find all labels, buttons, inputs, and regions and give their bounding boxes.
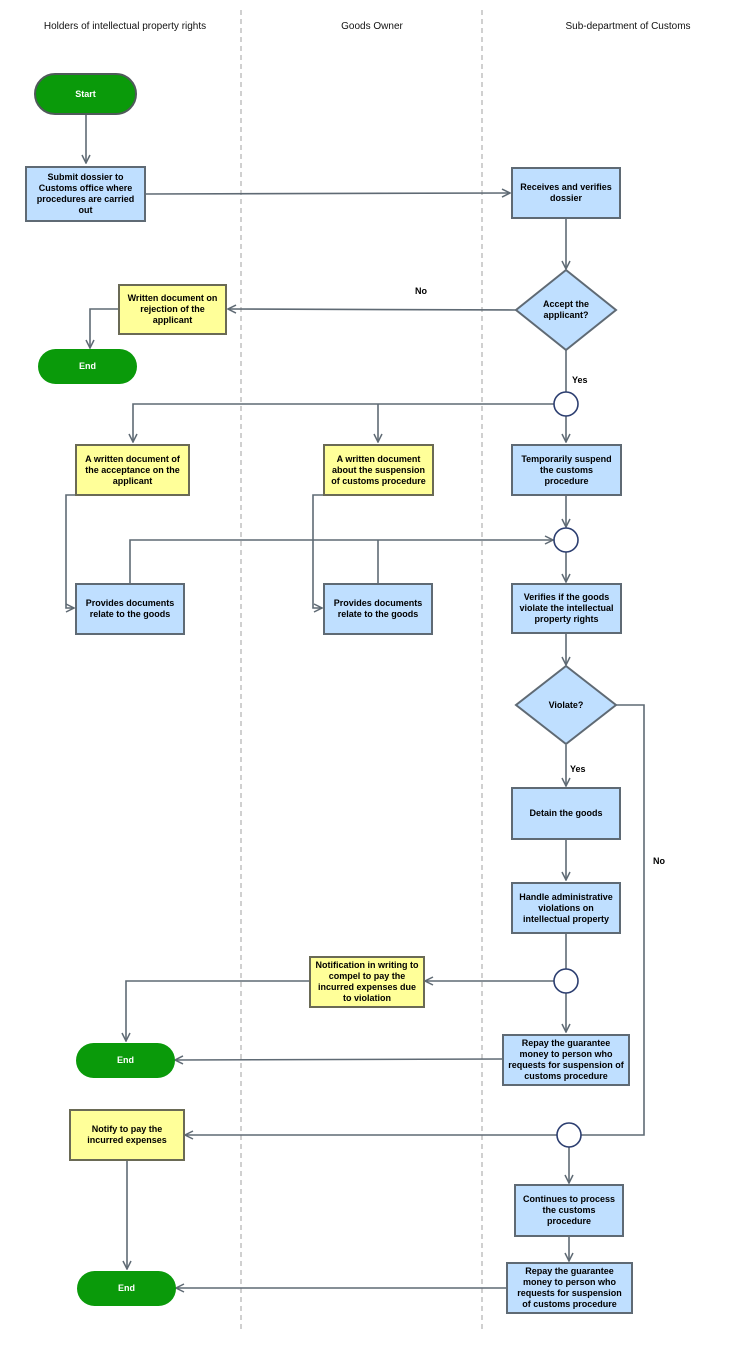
verify-goods-step: Verifies if the goods violate the intell… [511, 583, 622, 634]
repay-guarantee-step-1: Repay the guarantee money to person who … [502, 1034, 630, 1086]
handle-violations-step: Handle administrative violations on inte… [511, 882, 621, 934]
edge-notification-end2 [126, 980, 309, 1041]
edge-holderprov-c2 [129, 540, 553, 583]
edge-accept-no [228, 309, 517, 310]
end-terminator-2: End [76, 1043, 175, 1078]
submit-dossier-step: Submit dossier to Customs office where p… [25, 166, 146, 222]
edge-rejection-end1 [90, 308, 118, 348]
detain-goods-step: Detain the goods [511, 787, 621, 840]
holder-provides-documents-step: Provides documents relate to the goods [75, 583, 185, 635]
acceptance-document: A written document of the acceptance on … [75, 444, 190, 496]
violate-question-label: Violate? [548, 699, 584, 710]
owner-provides-documents-step: Provides documents relate to the goods [323, 583, 433, 635]
edge-violate-no [581, 704, 645, 1136]
lane-header-holders: Holders of intellectual property rights [43, 21, 207, 32]
continue-process-step: Continues to process the customs procedu… [514, 1184, 624, 1237]
accept-no-label: No [415, 286, 427, 296]
junction-circle-2 [553, 527, 579, 553]
start-terminator: Start [34, 73, 137, 115]
notification-compel-document: Notification in writing to compel to pay… [309, 956, 425, 1008]
junction-circle-3 [553, 968, 579, 994]
accept-decision-diamond [514, 268, 618, 352]
lane-header-customs: Sub-department of Customs [565, 21, 691, 32]
violate-decision-diamond [514, 664, 618, 746]
repay-guarantee-step-2: Repay the guarantee money to person who … [506, 1262, 633, 1314]
temporarily-suspend-step: Temporarily suspend the customs procedur… [511, 444, 622, 496]
receive-verify-step: Receives and verifies dossier [511, 167, 621, 219]
rejection-document: Written document on rejection of the app… [118, 284, 227, 335]
junction-circle-4 [556, 1122, 582, 1148]
accept-question-label: Accept the applicant? [542, 299, 589, 320]
notify-pay-document: Notify to pay the incurred expenses [69, 1109, 185, 1161]
edge-c1-branch [133, 403, 554, 442]
violate-no-label: No [653, 856, 665, 866]
lane-header-owner: Goods Owner [341, 21, 403, 32]
violate-yes-label: Yes [570, 764, 586, 774]
end-terminator-1: End [38, 349, 137, 384]
end-terminator-3: End [77, 1271, 176, 1306]
suspension-document: A written document about the suspension … [323, 444, 434, 496]
edge-acceptdoc-provides [65, 494, 75, 608]
edge-submit-receive [145, 193, 510, 194]
accept-yes-label: Yes [572, 375, 588, 385]
junction-circle-1 [553, 391, 579, 417]
edge-repay1-end2 [175, 1059, 503, 1060]
edge-suspdoc-provides [312, 494, 323, 608]
